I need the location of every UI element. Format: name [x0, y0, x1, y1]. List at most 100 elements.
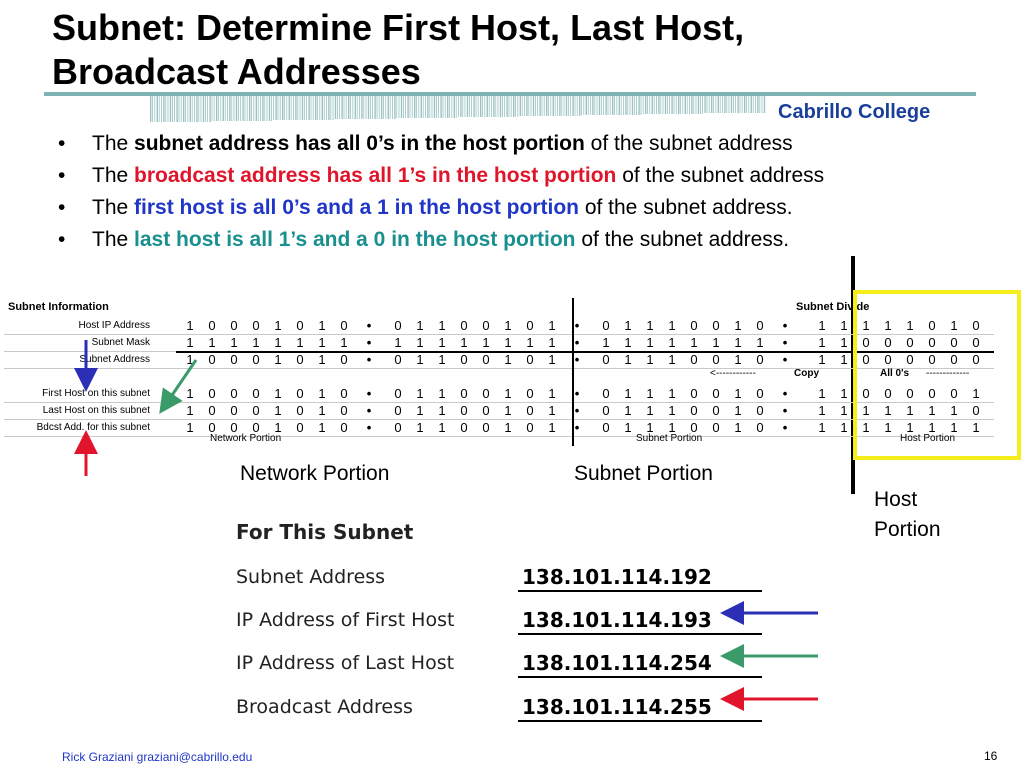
binary-subnet-table: Subnet Information Subnet Divide Host IP…: [0, 296, 1000, 456]
bit-cell: 1: [438, 318, 446, 333]
decor-bar-stripe: [207, 96, 208, 122]
octet-dot: •: [782, 335, 788, 350]
decor-bar-stripe: [730, 96, 733, 113]
decor-bar-stripe: [345, 96, 347, 119]
decor-bar-stripe: [557, 96, 558, 116]
header-decor-bar: [44, 92, 976, 122]
decor-bar-stripe: [517, 96, 519, 117]
bit-cell: 0: [296, 403, 304, 418]
decor-bar-stripe: [585, 96, 587, 115]
bit-cell: 1: [668, 403, 676, 418]
bit-cell: 0: [972, 318, 980, 333]
summary-title: For This Subnet: [236, 520, 414, 544]
bit-cell: 1: [318, 318, 326, 333]
bit-cell: 1: [950, 318, 958, 333]
decor-bar-stripe: [748, 96, 750, 113]
decor-bar-stripe: [376, 96, 378, 119]
decor-bar-stripe: [539, 96, 541, 116]
decor-bar-stripe: [519, 96, 521, 116]
decor-bar-stripe: [297, 96, 299, 120]
decor-bar-stripe: [365, 96, 367, 119]
decor-bar-stripe: [249, 96, 251, 121]
decor-bar-stripe: [209, 96, 211, 122]
decor-bar-stripe: [664, 96, 667, 114]
decor-bar-stripe: [387, 96, 389, 119]
bit-cell: 0: [296, 420, 304, 435]
decor-bar-stripe: [396, 96, 398, 118]
table-row-divider: [4, 436, 994, 437]
bit-cell: 0: [482, 318, 490, 333]
decor-bar-stripe: [174, 96, 175, 122]
decor-bar-stripe: [535, 96, 536, 116]
table-row-divider: [4, 334, 994, 335]
caption-subnet-portion: Subnet Portion: [574, 462, 713, 485]
bit-cell: 0: [906, 352, 914, 367]
bit-cell: 1: [526, 335, 534, 350]
bit-cell: 0: [252, 386, 260, 401]
bullet-list: •The subnet address has all 0’s in the h…: [58, 128, 1018, 256]
decor-bar-stripe: [350, 96, 351, 119]
decor-bar-stripe: [407, 96, 409, 118]
decor-bar-stripe: [451, 96, 453, 118]
decor-bar-stripe: [422, 96, 424, 118]
bit-cell: 1: [548, 403, 556, 418]
decor-bar-stripe: [649, 96, 651, 114]
bit-cell: 0: [862, 352, 870, 367]
bit-cell: 0: [862, 335, 870, 350]
decor-bar-stripe: [464, 96, 466, 117]
decor-bar-stripe: [469, 96, 470, 117]
decor-bar-stripe: [251, 96, 252, 121]
bit-cell: 0: [906, 335, 914, 350]
bit-cell: 1: [668, 318, 676, 333]
decor-bar-stripe: [629, 96, 631, 115]
decor-bar-stripe: [436, 96, 437, 118]
decor-bar-stripe: [312, 96, 314, 120]
bit-cell: 0: [230, 420, 238, 435]
octet-dot: •: [366, 386, 372, 401]
octet-dot: •: [574, 352, 580, 367]
decor-bar-stripe: [636, 96, 637, 115]
decor-bar-stripe: [473, 96, 475, 117]
bit-cell: 1: [818, 352, 826, 367]
bit-cell: 1: [646, 318, 654, 333]
bit-cell: 1: [818, 335, 826, 350]
bit-cell: 1: [438, 386, 446, 401]
bit-cell: 0: [602, 386, 610, 401]
decor-bar-stripe: [695, 96, 697, 114]
decor-bar-stripe: [724, 96, 726, 113]
bit-cell: 0: [972, 403, 980, 418]
decor-bar-stripe: [202, 96, 205, 122]
copy-dashes: -------------: [926, 368, 970, 379]
summary-value-broadcast: 138.101.114.255: [518, 694, 762, 722]
bit-cell: 1: [840, 403, 848, 418]
bit-cell: 1: [318, 335, 326, 350]
decor-bar-stripe: [453, 96, 455, 118]
bit-cell: 1: [416, 386, 424, 401]
bit-cell: 0: [712, 318, 720, 333]
bit-cell: 0: [252, 420, 260, 435]
decor-bar-stripe: [744, 96, 746, 113]
bit-cell: 1: [818, 403, 826, 418]
octet-dot: •: [782, 318, 788, 333]
decor-bar-stripe: [728, 96, 730, 113]
bit-cell: 0: [862, 386, 870, 401]
decor-bar-stripe: [293, 96, 294, 120]
bit-cell: 1: [734, 318, 742, 333]
decor-bar-stripe: [394, 96, 396, 119]
decor-bar-stripe: [609, 96, 611, 115]
bit-cell: 1: [756, 335, 764, 350]
caption-network-portion: Network Portion: [240, 462, 390, 485]
bit-cell: 1: [504, 420, 512, 435]
octet-dot: •: [782, 386, 788, 401]
decor-bar-stripe: [524, 96, 525, 116]
summary-value-subnet: 138.101.114.192: [518, 564, 762, 592]
table-row-label: Subnet Mask: [91, 337, 150, 348]
bit-cell: 1: [340, 335, 348, 350]
decor-bar-stripe: [361, 96, 363, 119]
bit-cell: 0: [340, 403, 348, 418]
bit-cell: 0: [460, 318, 468, 333]
caption-host-line1: Host: [874, 488, 918, 511]
decor-bar-stripe: [711, 96, 713, 113]
decor-bar-stripe: [416, 96, 417, 118]
bit-cell: 0: [972, 335, 980, 350]
